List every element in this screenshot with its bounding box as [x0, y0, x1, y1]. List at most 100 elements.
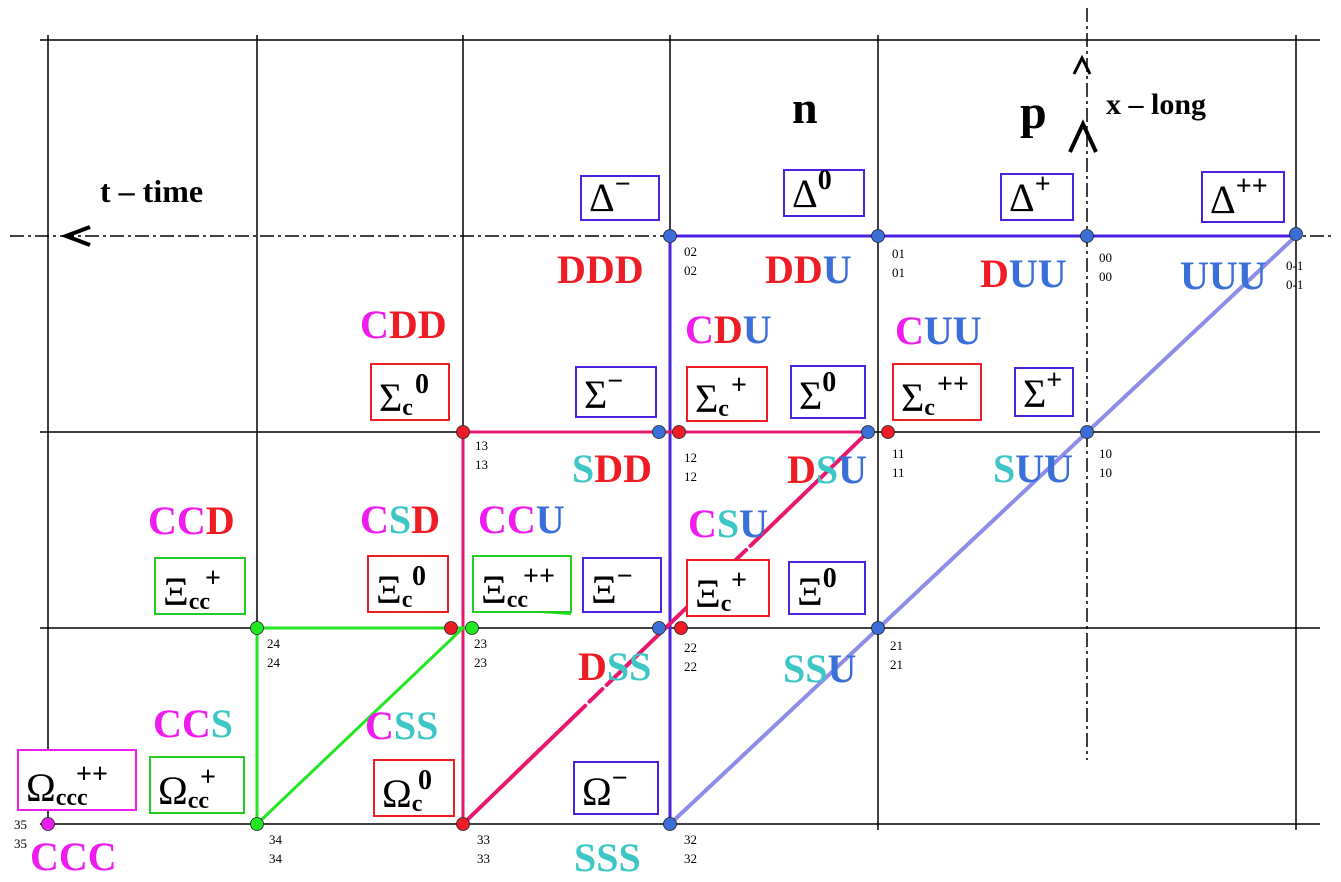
quark-letter: D — [623, 446, 652, 491]
particle-omega-cc-plus: Ωcc+ — [149, 756, 245, 814]
particle-sup: 0 — [415, 369, 429, 400]
quark-letter: D — [615, 247, 644, 292]
particle-box-frame — [370, 363, 450, 421]
quark-letter: U — [924, 308, 953, 353]
quark-letter: C — [153, 701, 182, 746]
particle-symbol: Ξc+ — [695, 565, 747, 617]
quark-letter: C — [59, 834, 88, 879]
quark-letter: S — [629, 644, 651, 689]
particle-symbol: Δ− — [589, 169, 631, 220]
node: 0-10-1 — [1286, 227, 1303, 292]
quark-letter: S — [993, 446, 1015, 491]
particle-sup: + — [731, 565, 747, 596]
particle-box-frame — [149, 756, 245, 814]
quark-ccd: CCD — [148, 498, 235, 543]
quark-ssu: SSU — [783, 646, 856, 691]
quark-letter: C — [182, 701, 211, 746]
particle-letter: Σ — [901, 375, 924, 420]
particle-letter: Σ — [379, 375, 402, 420]
particle-sub: c — [718, 396, 729, 422]
quark-dsu: DSU — [787, 447, 867, 492]
uuu-diagonal — [668, 234, 1298, 826]
quark-letter: U — [739, 501, 768, 546]
particle-box-frame — [582, 557, 662, 613]
particle-symbol: Δ++ — [1210, 171, 1268, 222]
particle-box-frame — [788, 561, 866, 615]
particle-sup: + — [1035, 169, 1051, 200]
node — [674, 621, 688, 635]
quark-letter: C — [360, 497, 389, 542]
node-dot — [881, 425, 895, 439]
node-label: 12 — [684, 450, 697, 465]
quark-letter: D — [980, 251, 1009, 296]
particle-letter: Ξ — [481, 567, 507, 612]
proton-label: p — [1020, 86, 1047, 139]
node-label: 23 — [474, 636, 487, 651]
particle-sup: 0 — [818, 165, 832, 196]
node — [672, 425, 686, 439]
particle-sup: + — [731, 370, 747, 401]
quark-sdd: SDD — [572, 446, 652, 491]
quark-letter: U — [828, 646, 857, 691]
particle-sup: ++ — [523, 561, 555, 592]
quark-letter: U — [1038, 251, 1067, 296]
quark-letter: S — [783, 646, 805, 691]
particle-letter: Δ — [792, 171, 818, 216]
particle-box-frame — [575, 366, 657, 418]
particle-symbol: Σc0 — [379, 369, 429, 421]
particle-box-frame — [1014, 367, 1074, 417]
node — [881, 425, 895, 439]
particle-symbol: Σc+ — [695, 370, 747, 422]
particle-box-frame — [1000, 173, 1074, 221]
node-label: 33 — [477, 832, 490, 847]
quark-letter: D — [578, 644, 607, 689]
quark-css: CSS — [365, 703, 438, 748]
quark-letter: C — [895, 308, 924, 353]
node-dot — [663, 229, 677, 243]
node-label: 0-1 — [1286, 277, 1303, 292]
particle-box-frame — [472, 555, 572, 613]
quark-csd: CSD — [360, 497, 440, 542]
quark-letter: S — [619, 835, 641, 880]
particle-letter: Σ — [584, 372, 607, 417]
green-path — [255, 626, 467, 826]
particle-delta-plusplus: Δ++ — [1201, 171, 1285, 223]
node-dot — [1289, 227, 1303, 241]
quark-cuu: CUU — [895, 308, 982, 353]
particle-sigma-zero: Σ0 — [790, 365, 866, 419]
node-label: 35 — [14, 817, 27, 832]
quark-letter: C — [688, 501, 717, 546]
quark-letter: C — [30, 834, 59, 879]
particle-letter: Ω — [158, 768, 188, 813]
quark-letter: S — [572, 446, 594, 491]
node-label: 02 — [684, 263, 697, 278]
quark-ddu: DDU — [765, 247, 852, 292]
particle-letter: Σ — [799, 373, 822, 418]
node-label: 21 — [890, 657, 903, 672]
node-label: 10 — [1099, 446, 1112, 461]
node-label: 32 — [684, 832, 697, 847]
quark-letter: D — [594, 446, 623, 491]
node-label: 02 — [684, 244, 697, 259]
quark-letter: S — [816, 447, 838, 492]
particle-box-frame — [573, 761, 659, 815]
particle-sup: ++ — [76, 759, 108, 790]
quark-letter: D — [389, 302, 418, 347]
quark-letter: S — [389, 497, 411, 542]
particle-symbol: Ξcc+ — [163, 563, 221, 615]
node-dot — [674, 621, 688, 635]
node-dot — [861, 425, 875, 439]
quark-letter: S — [805, 646, 827, 691]
node-dot — [672, 425, 686, 439]
node-label: 24 — [267, 636, 281, 651]
node-dot — [652, 621, 666, 635]
particle-xi-cc-plusplus: Ξcc++ — [472, 555, 572, 613]
particle-letter: Δ — [1009, 175, 1035, 220]
node-label: 23 — [474, 655, 487, 670]
